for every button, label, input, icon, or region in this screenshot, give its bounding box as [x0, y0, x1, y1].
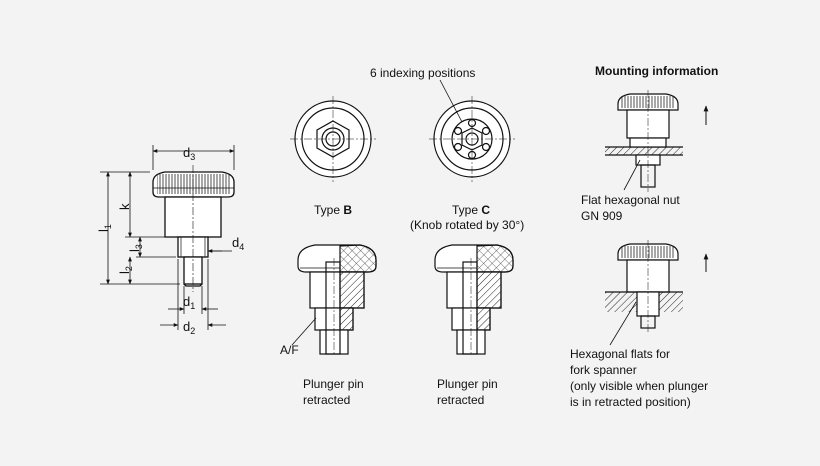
type-c-label: Type C [452, 203, 490, 217]
dim-d1: d1 [183, 294, 195, 311]
side-view [152, 165, 235, 292]
knob-knurl [157, 174, 230, 194]
dim-l3: l3 [127, 244, 144, 252]
mounting-bottom-drawing [605, 240, 709, 346]
plunger-b-line2: retracted [303, 393, 350, 407]
dim-d4: d4 [232, 235, 244, 252]
flats-line1: Hexagonal flats for [570, 347, 670, 361]
nut-line1: Flat hexagonal nut [581, 193, 680, 207]
plunger-c-line2: retracted [437, 393, 484, 407]
section-type-c [434, 244, 514, 355]
type-b-label: Type B [314, 203, 352, 217]
flats-line3: (only visible when plunger [570, 379, 708, 393]
top-view-type-b [290, 96, 376, 182]
dim-l1: l1 [96, 224, 113, 232]
flats-line4: is in retracted position) [570, 395, 691, 409]
section-type-b [291, 244, 377, 355]
dim-k: k [117, 203, 132, 210]
mounting-title: Mounting information [595, 64, 718, 78]
plunger-c-line1: Plunger pin [437, 377, 498, 391]
nut-line2: GN 909 [581, 209, 623, 223]
type-c-note: (Knob rotated by 30°) [410, 218, 524, 232]
af-label: A/F [280, 343, 299, 357]
dim-d3: d3 [183, 145, 195, 162]
top-view-type-c [429, 79, 515, 182]
dimension-lines [100, 145, 235, 330]
indexing-label: 6 indexing positions [370, 66, 475, 80]
plunger-b-line1: Plunger pin [303, 377, 364, 391]
dim-l2: l2 [117, 266, 134, 274]
mounting-top-drawing [605, 90, 709, 192]
flats-line2: fork spanner [570, 363, 637, 377]
dim-d2: d2 [183, 319, 195, 336]
